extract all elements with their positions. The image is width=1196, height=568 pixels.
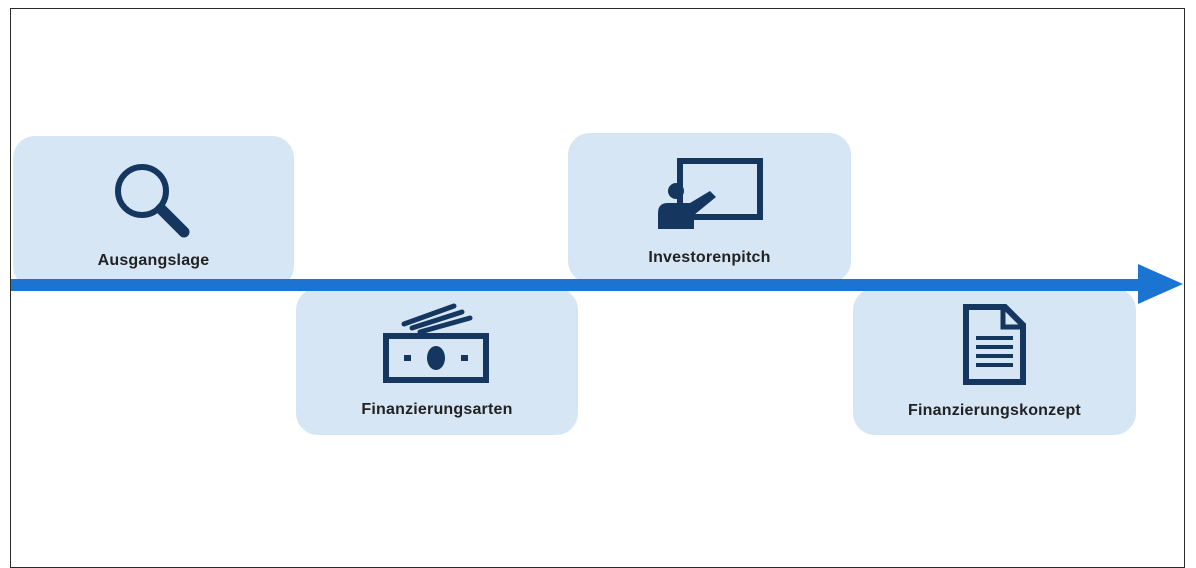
step-card-finanzierungsarten: Finanzierungsarten [296,288,578,435]
step-label-finanzierungskonzept: Finanzierungskonzept [908,402,1081,419]
timeline-arrow-shaft [11,279,1146,291]
step-card-finanzierungskonzept: Finanzierungskonzept [853,288,1136,435]
step-label-ausgangslage: Ausgangslage [97,252,210,269]
step-card-ausgangslage: Ausgangslage [13,136,294,288]
step-label-finanzierungsarten: Finanzierungsarten [361,401,513,418]
step-card-investorenpitch: Investorenpitch [568,133,851,283]
money-bills-icon [383,303,489,383]
step-label-investorenpitch: Investorenpitch [648,249,771,266]
presentation-board-icon [658,158,763,229]
magnifying-glass-icon [115,164,190,238]
document-icon [963,304,1026,385]
timeline-arrow-head [1138,264,1183,304]
timeline-arrow [11,264,1183,304]
